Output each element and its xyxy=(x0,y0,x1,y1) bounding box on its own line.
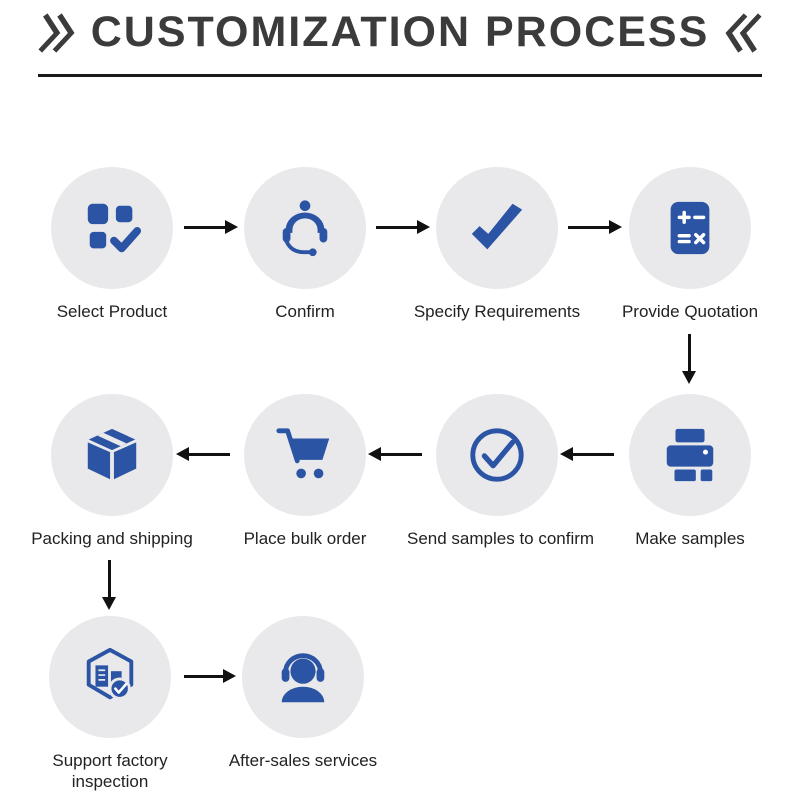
arrow-right-icon xyxy=(376,220,430,234)
step-confirm: Confirm xyxy=(215,167,395,322)
arrow-left-icon xyxy=(176,447,230,461)
step-circle xyxy=(49,616,171,738)
arrow-right-icon xyxy=(184,220,238,234)
step-label: Support factory inspection xyxy=(52,751,168,792)
double-angle-left-icon xyxy=(725,12,762,53)
calculator-icon xyxy=(670,201,710,255)
step-packing-shipping: Packing and shipping xyxy=(22,394,202,549)
checkmark-icon xyxy=(471,203,523,250)
circle-check-icon xyxy=(470,428,524,482)
arrow-left-icon xyxy=(560,447,614,461)
printer-icon xyxy=(666,428,714,482)
title: CUSTOMIZATION PROCESS xyxy=(0,8,800,57)
step-provide-quotation: Provide Quotation xyxy=(600,167,780,322)
title-underline xyxy=(38,74,762,77)
arrow-right-icon xyxy=(184,669,236,683)
step-label: Place bulk order xyxy=(243,529,367,548)
step-circle xyxy=(436,394,558,516)
factory-inspection-icon xyxy=(86,647,134,700)
shopping-cart-icon xyxy=(276,428,330,479)
headset-support-icon xyxy=(281,653,325,703)
step-label: Specify Requirements xyxy=(413,302,581,321)
arrow-left-icon xyxy=(368,447,422,461)
product-grid-check-icon xyxy=(87,203,142,253)
step-circle xyxy=(436,167,558,289)
step-circle xyxy=(629,167,751,289)
page-title: CUSTOMIZATION PROCESS xyxy=(90,8,710,56)
arrow-down-icon xyxy=(102,560,116,610)
double-angle-right-icon xyxy=(38,12,75,53)
customer-service-icon xyxy=(282,200,328,257)
arrow-right-icon xyxy=(568,220,622,234)
arrow-down-icon xyxy=(682,334,696,384)
step-label: After-sales services xyxy=(228,751,378,770)
step-make-samples: Make samples xyxy=(600,394,780,549)
step-circle xyxy=(51,167,173,289)
step-circle xyxy=(242,616,364,738)
step-circle xyxy=(244,167,366,289)
step-select-product: Select Product xyxy=(22,167,202,322)
step-circle xyxy=(629,394,751,516)
step-support-factory-inspection: Support factory inspection xyxy=(20,616,200,793)
package-box-icon xyxy=(87,428,137,480)
step-circle xyxy=(51,394,173,516)
step-label: Confirm xyxy=(275,302,335,321)
step-circle xyxy=(244,394,366,516)
step-after-sales-services: After-sales services xyxy=(213,616,393,771)
step-label: Make samples xyxy=(635,529,745,548)
step-place-bulk-order: Place bulk order xyxy=(215,394,395,549)
step-label: Send samples to confirm xyxy=(407,529,595,548)
step-send-samples-confirm: Send samples to confirm xyxy=(407,394,595,549)
step-label: Provide Quotation xyxy=(621,302,759,321)
step-label: Packing and shipping xyxy=(31,529,193,548)
step-specify-requirements: Specify Requirements xyxy=(407,167,587,322)
step-label: Select Product xyxy=(56,302,168,321)
